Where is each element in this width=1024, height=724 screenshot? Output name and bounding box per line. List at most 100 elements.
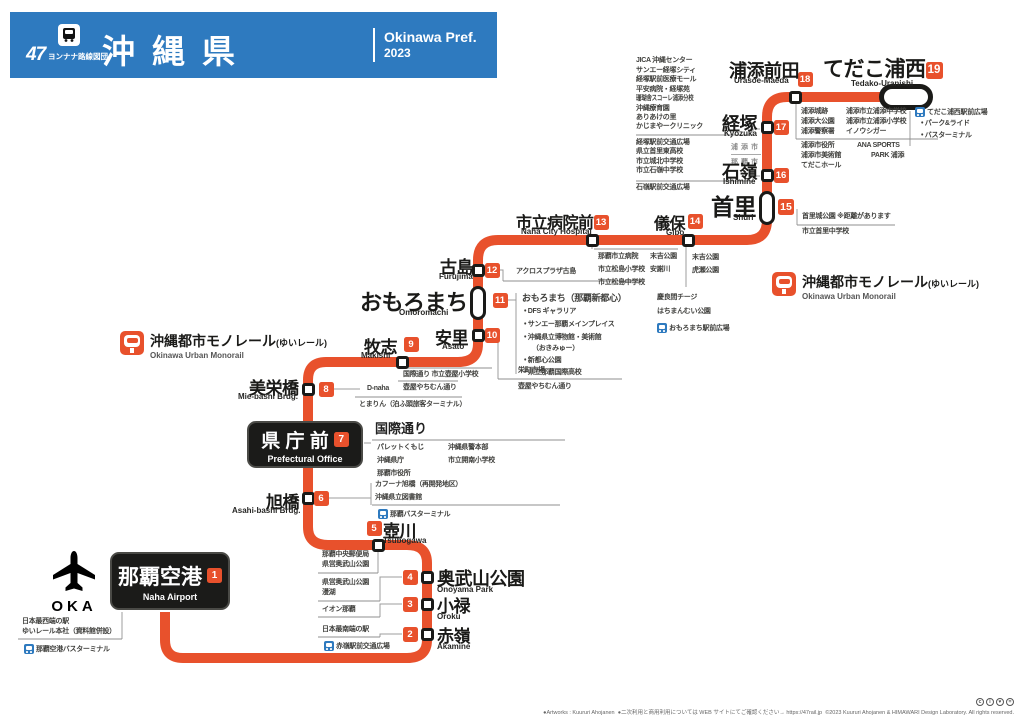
station-number-badge-12: 12 — [484, 262, 500, 278]
station-number-badge-17: 17 — [773, 119, 789, 135]
poi-note: イノウシガー — [846, 128, 887, 135]
station-number-badge-15: 15 — [778, 199, 794, 215]
poi-label: イオン那覇 — [322, 606, 356, 613]
map-line — [748, 175, 760, 182]
poi-label: はちまんむい公園 — [657, 308, 711, 315]
station-number-badge-2: 2 — [402, 626, 418, 642]
station-name-10: 安里 — [435, 329, 469, 348]
poi-note: かじまやークリニック — [636, 123, 703, 130]
station-name-3: 小禄 — [437, 597, 471, 616]
poi-label: 首里城公園 ※距離があります — [802, 213, 891, 220]
station-name-15: 首里 — [711, 194, 757, 220]
poi-label: • パーク&ライド — [921, 120, 970, 127]
cc-icon: = — [1006, 698, 1014, 706]
poi-note: 首里城公園 ※距離があります — [802, 213, 891, 220]
station-name-6: 旭橋 — [266, 493, 300, 512]
station-name-en-8: Mie-bashi Brdg. — [238, 392, 299, 401]
poi-note: 市立開南小学校 — [448, 457, 495, 464]
poi-note: 沖縄県警本部 — [448, 444, 489, 451]
station-name-en-16: Ishimine — [723, 177, 756, 186]
poi-note: 浦添市立浦添小学校 — [846, 118, 907, 125]
poi-label: 国際通り — [375, 421, 428, 436]
station-name-en-18: Urasoe-Maeda — [734, 76, 789, 85]
station-number-badge-11: 11 — [492, 292, 508, 308]
poi-note: • 県立那覇国際高校 — [524, 369, 582, 376]
poi-note: 那覇中央郵便局 — [322, 551, 369, 558]
credits-line: ●Artworks : Kuururi Ahojanen ●二次利用と商用利用に… — [543, 710, 1014, 716]
map-line — [748, 128, 760, 136]
poi-label: （おきみゅー） — [532, 345, 579, 352]
station-marker-11 — [470, 286, 486, 320]
poi-note: 市立松島小学校 — [598, 266, 645, 273]
poi-note: はちまんむい公園 — [657, 308, 711, 315]
poi-label: 安謝川 — [650, 266, 671, 273]
poi-label: 漫湖 — [322, 589, 336, 596]
header-subtitle: Okinawa Pref. 2023 — [384, 29, 477, 60]
poi-note: 安謝川 — [650, 266, 670, 273]
poi-note: 末吉公園 — [692, 254, 719, 261]
station-marker-9 — [395, 355, 409, 369]
poi-label: 国際通り 市立壺屋小学校 — [403, 371, 479, 378]
poi-note-with-bus: 那覇バスターミナル — [378, 509, 451, 519]
station-number-badge-6: 6 — [313, 490, 329, 506]
poi-note: アクロスプラザ古島 — [516, 268, 576, 275]
cc-icons: c i ♥ = — [543, 698, 1014, 706]
poi-label: 那覇空港バスターミナル — [36, 645, 110, 653]
poi-note: サンエー経塚シティ — [636, 67, 696, 74]
poi-note: 日本最西端の駅 — [22, 618, 69, 625]
poi-label: 県営奥武山公園 — [322, 579, 369, 586]
station-name-12: 古島 — [440, 258, 474, 277]
poi-label: とまりん（泊ふ頭旅客ターミナル） — [359, 401, 467, 408]
poi-label: イノウシガー — [846, 128, 887, 135]
header-banner: 47 ヨンナナ路線図団 沖縄県 Okinawa Pref. 2023 — [10, 12, 497, 78]
bus-icon — [657, 323, 667, 333]
poi-label: D-naha — [367, 385, 389, 392]
monorail-brand-logo: 沖縄都市モノレール(ゆいレール) Okinawa Urban Monorail — [772, 272, 979, 301]
header-year: 2023 — [384, 45, 411, 60]
station-marker-18 — [788, 90, 802, 104]
poi-label: 経塚駅前医療モール — [636, 76, 697, 83]
station-name-en-12: Furujima — [439, 272, 473, 281]
station-name-9: 牧志 — [364, 338, 398, 357]
station-marker-17 — [760, 120, 774, 134]
map-line — [379, 576, 402, 601]
station-number-badge-13: 13 — [593, 214, 609, 230]
poi-note-with-bus: 那覇空港バスターミナル — [24, 644, 110, 654]
poi-note: • パーク&ライド — [921, 120, 970, 127]
monorail-icon — [772, 272, 796, 296]
bus-icon — [24, 644, 34, 654]
poi-note: カフーナ旭橋（再開発地区） — [375, 481, 462, 488]
poi-note: 日本最南端の駅 — [322, 626, 369, 633]
poi-label: 沖縄県立図書館 — [375, 494, 422, 501]
station-name-en-5: Tsubogawa — [383, 536, 427, 545]
poi-note: 国際通り 市立壺屋小学校 — [403, 371, 479, 378]
poi-note: 市立首里中学校 — [802, 228, 849, 235]
poi-label: 県営奥武山公園 — [322, 561, 369, 568]
poi-note: 経塚駅前医療モール — [636, 76, 697, 83]
poi-label: 末吉公園 — [692, 254, 719, 261]
poi-label: • バスターミナル — [921, 132, 972, 139]
station-number-badge-4: 4 — [402, 569, 418, 585]
poi-note: パレットくもじ — [377, 444, 424, 451]
poi-label: • 沖縄県立博物館・美術館 — [524, 334, 602, 341]
poi-label: おもろまち駅前広場 — [669, 324, 730, 332]
poi-label: 経塚駅前交通広場 — [636, 139, 690, 146]
poi-note: 那覇市立病院 — [598, 253, 639, 260]
map-line — [160, 92, 896, 663]
boundary-city-bottom: 那覇市 — [731, 159, 761, 166]
station-marker-5 — [371, 538, 385, 552]
station-name-en-17: Kyōzuka — [724, 129, 757, 138]
station-name-en-10: Asato — [442, 342, 465, 351]
monorail-name-en: Okinawa Urban Monorail — [150, 351, 244, 360]
poi-label: 市立石嶺中学校 — [636, 167, 683, 174]
station-number-badge-8: 8 — [318, 381, 334, 397]
poi-label: 珊瑚舎スコーレ浦添分校 — [636, 95, 694, 102]
poi-label: サンエー経塚シティ — [636, 67, 696, 74]
station-number-badge-19: 19 — [925, 61, 943, 79]
poi-note: おもろまち（那覇新都心） — [522, 294, 627, 303]
station-name-en-2: Akamine — [437, 642, 471, 651]
monorail-name: 沖縄都市モノレール(ゆいレール) — [150, 333, 327, 349]
station-number-badge-18: 18 — [797, 71, 813, 87]
